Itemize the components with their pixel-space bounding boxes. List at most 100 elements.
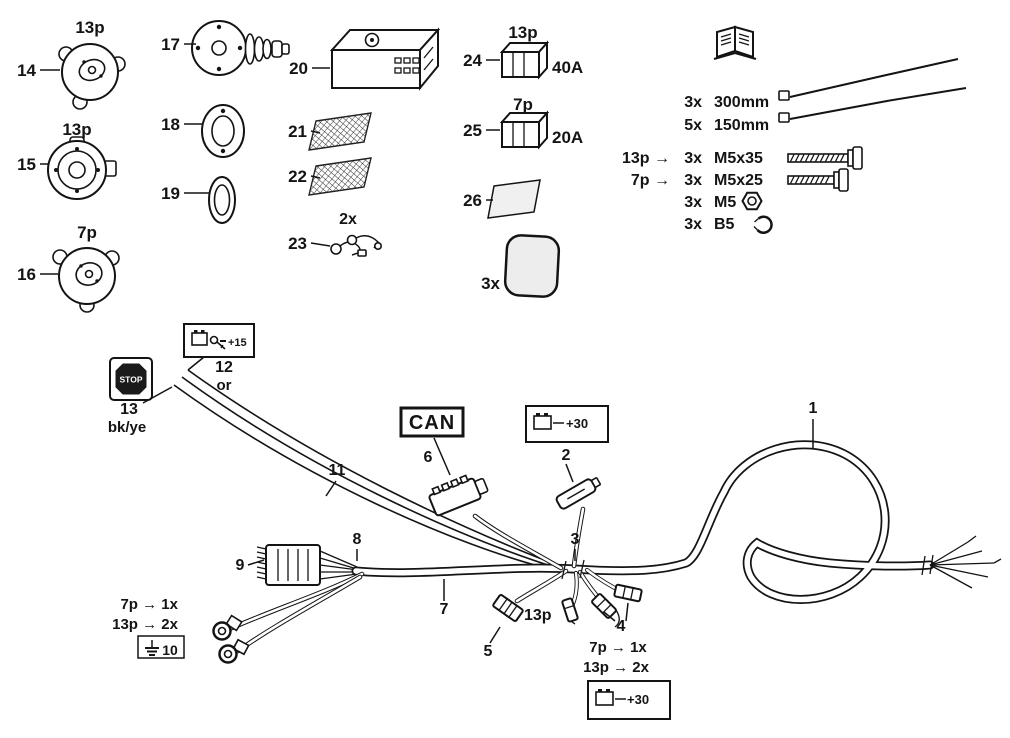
part24-pin-label: 13p	[508, 23, 537, 42]
plus30-text-bottom: +30	[627, 692, 649, 707]
part25-number: 25	[463, 121, 482, 140]
pad-qty: 3x	[481, 274, 500, 293]
part-14-socket-13p	[40, 43, 126, 110]
part-17-grommet-bellows	[184, 20, 290, 76]
stop-text: STOP	[120, 375, 143, 385]
part-18-oval-plate	[184, 104, 245, 158]
label-12: 12	[215, 359, 233, 376]
part14-pin-label: 13p	[75, 18, 104, 37]
label-9: 9	[236, 557, 245, 574]
part-23-clips	[310, 234, 382, 257]
part-24-fuse-40a	[486, 40, 550, 80]
label-1: 1	[809, 400, 818, 417]
part-22-tape	[308, 157, 372, 196]
cable-ties	[778, 58, 967, 123]
ring-terminal-2	[218, 638, 250, 664]
left-group-7p: 7p → 1x	[120, 596, 178, 613]
screw35-prefix: 13p →	[622, 150, 670, 167]
plus15-text: +15	[228, 337, 247, 349]
label-6: 6	[424, 449, 433, 466]
part19-number: 19	[161, 184, 180, 203]
part22-number: 22	[288, 167, 307, 186]
ground-box	[137, 635, 185, 659]
cable-frayed-end	[921, 535, 1002, 589]
branch-to-ring-terminal-2	[235, 574, 363, 654]
part20-number: 20	[289, 59, 308, 78]
harness-leader-lines	[142, 386, 814, 644]
screw25-size: M5x25	[714, 172, 763, 189]
connector-6	[428, 474, 489, 517]
part24-rating: 40A	[552, 58, 583, 77]
wire13-color: bk/ye	[108, 419, 146, 436]
part16-number: 16	[17, 265, 36, 284]
manual-book-icon	[713, 25, 757, 60]
label-11: 11	[329, 462, 346, 479]
battery-plus30-box-top	[525, 405, 609, 443]
part-pad	[503, 234, 561, 298]
branch-to-connector6	[472, 513, 564, 571]
part18-number: 18	[161, 115, 180, 134]
branch-to-ring-terminal-1	[229, 571, 365, 631]
part17-number: 17	[161, 35, 180, 54]
branch-to-connector5	[514, 568, 569, 604]
mid-group-13p: 13p → 2x	[583, 659, 650, 676]
connector-5	[492, 594, 524, 622]
part-21-tape	[308, 112, 372, 151]
can-text: CAN	[409, 412, 455, 434]
washer-size: B5	[714, 216, 735, 233]
label-2: 2	[562, 447, 571, 464]
part25-pin-label: 7p	[513, 95, 533, 114]
part26-number: 26	[463, 191, 482, 210]
main-harness-cable	[351, 440, 935, 604]
label-8: 8	[353, 531, 362, 548]
tie300-qty: 3x	[684, 94, 702, 111]
part-26-sheet	[486, 179, 541, 219]
connector-4-cluster	[561, 583, 643, 623]
part24-number: 24	[463, 51, 482, 70]
connector5-pin-label: 13p	[524, 607, 552, 624]
part15-pin-label: 13p	[62, 120, 91, 139]
label-5: 5	[484, 643, 493, 660]
ring-terminal-1	[212, 614, 243, 641]
wire12-color: or	[217, 377, 232, 394]
label-3: 3	[571, 531, 580, 548]
part16-pin-label: 7p	[77, 223, 97, 242]
connector9-fan-wires	[319, 550, 359, 580]
tie150-qty: 5x	[684, 117, 702, 134]
label-4: 4	[617, 618, 626, 635]
part-15-socket-13p	[40, 136, 117, 200]
part23-number: 23	[288, 234, 307, 253]
washer-qty: 3x	[684, 216, 702, 233]
label-10: 10	[162, 642, 178, 658]
left-group-13p: 13p → 2x	[112, 616, 179, 633]
connector-2	[555, 477, 601, 510]
screw35-size: M5x35	[714, 150, 763, 167]
part23-qty: 2x	[339, 211, 357, 228]
screw-m5x25	[787, 168, 849, 192]
part14-number: 14	[17, 61, 36, 80]
screw25-qty: 3x	[684, 172, 702, 189]
battery-plus30-box-bottom	[587, 680, 671, 720]
part25-rating: 20A	[552, 128, 583, 147]
mid-group-7p: 7p → 1x	[589, 639, 647, 656]
battery-plus15-box	[183, 323, 255, 358]
label-13: 13	[120, 401, 138, 418]
part-20-control-module	[312, 27, 441, 91]
plus30-text-top: +30	[566, 416, 588, 431]
part-16-socket-7p	[40, 247, 120, 313]
branch-to-connector2	[571, 506, 586, 569]
label-7: 7	[440, 601, 449, 618]
part-25-fuse-20a	[486, 110, 550, 150]
nut-qty: 3x	[684, 194, 702, 211]
part21-number: 21	[288, 122, 307, 141]
can-box	[399, 406, 465, 438]
connector-9	[256, 544, 321, 586]
washer-b5	[753, 215, 773, 234]
junction-tape-marks	[561, 559, 585, 580]
part-19-oval-grommet	[184, 176, 236, 224]
nut-size: M5	[714, 194, 736, 211]
part15-number: 15	[17, 155, 36, 174]
screw-m5x35	[787, 146, 863, 170]
